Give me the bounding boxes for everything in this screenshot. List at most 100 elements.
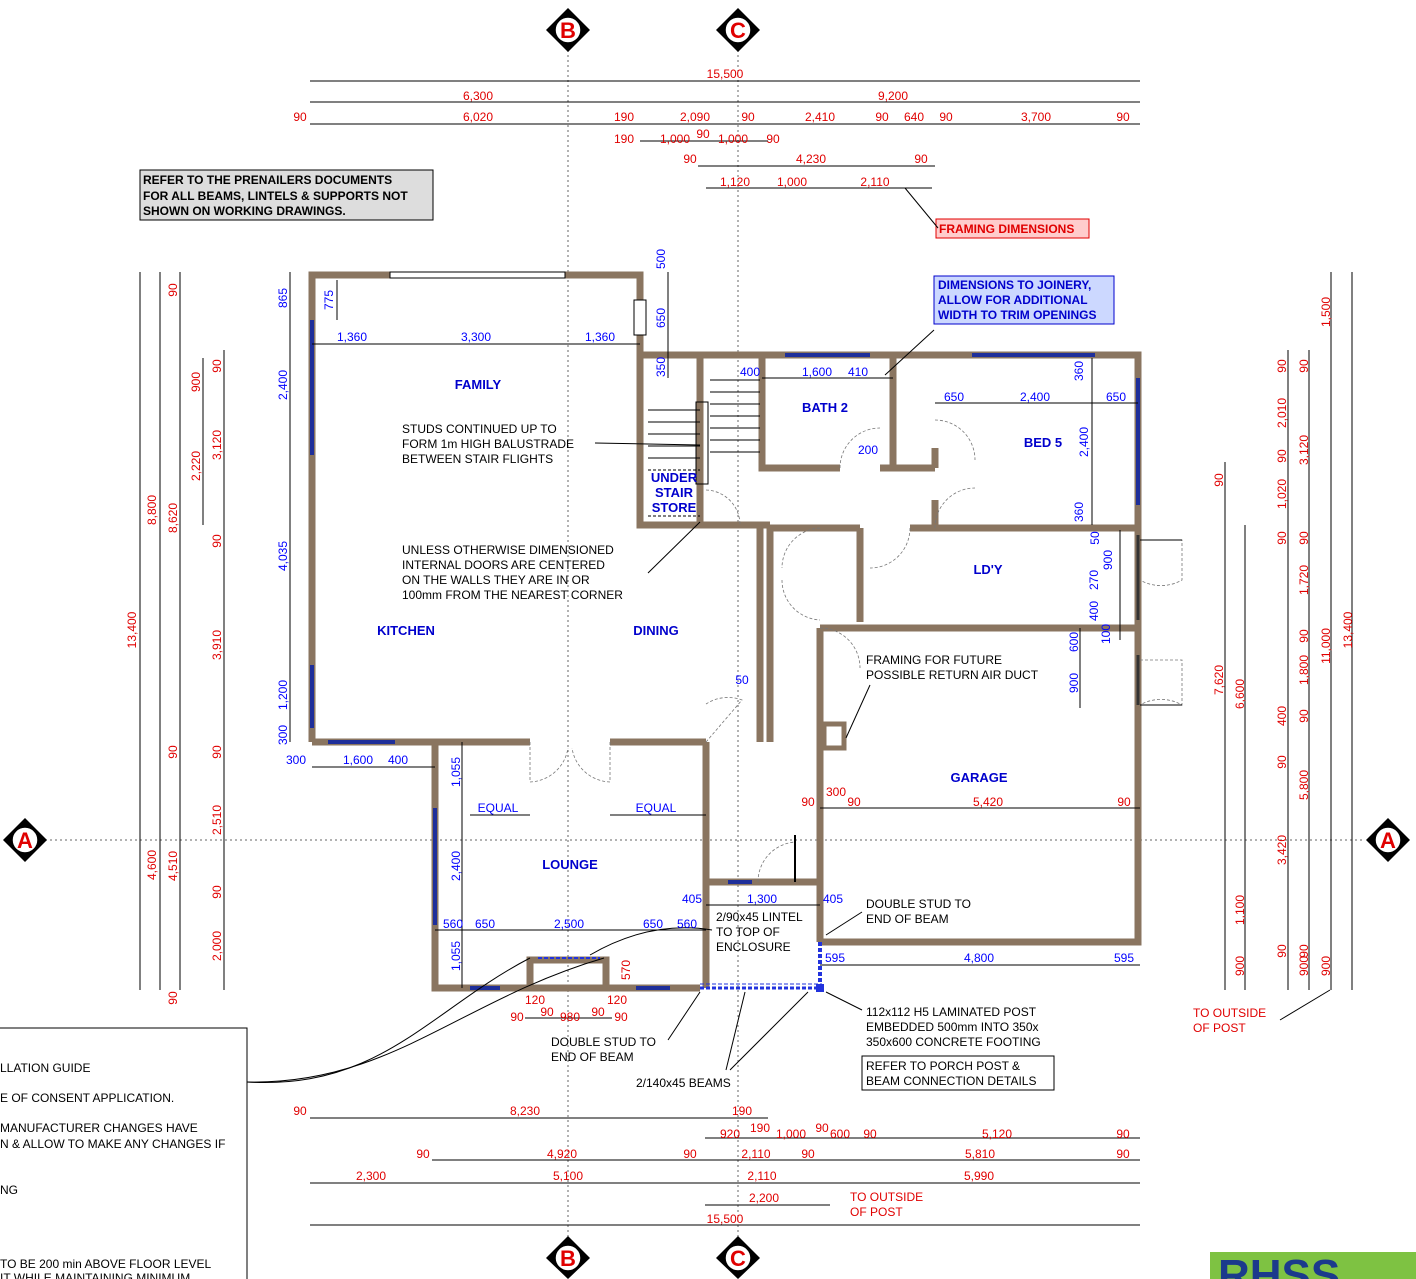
svg-text:2/140x45 BEAMS: 2/140x45 BEAMS [636, 1076, 731, 1090]
svg-text:1,360: 1,360 [585, 330, 615, 344]
svg-text:90: 90 [815, 1121, 829, 1135]
svg-text:2,300: 2,300 [356, 1169, 386, 1183]
svg-text:DOUBLE STUD TO: DOUBLE STUD TO [551, 1035, 656, 1049]
svg-text:POSSIBLE RETURN AIR DUCT: POSSIBLE RETURN AIR DUCT [866, 668, 1039, 682]
svg-text:3,300: 3,300 [461, 330, 491, 344]
grid-bubble-c-bottom: C [716, 1236, 760, 1279]
svg-text:90: 90 [614, 1010, 628, 1024]
svg-text:90: 90 [875, 110, 889, 124]
svg-text:1,360: 1,360 [337, 330, 367, 344]
dims-garage-red: 90 300 90 5,420 90 [801, 785, 1140, 809]
svg-text:200: 200 [858, 443, 878, 457]
svg-text:595: 595 [825, 951, 845, 965]
svg-text:90: 90 [210, 534, 224, 548]
svg-text:E OF CONSENT APPLICATION.: E OF CONSENT APPLICATION. [0, 1091, 174, 1105]
svg-text:90: 90 [914, 152, 928, 166]
svg-text:END OF BEAM: END OF BEAM [551, 1050, 634, 1064]
svg-text:OF POST: OF POST [850, 1205, 903, 1219]
svg-text:90: 90 [1275, 449, 1289, 463]
svg-text:360: 360 [1072, 502, 1086, 522]
svg-text:100mm FROM THE NEAREST CORNER: 100mm FROM THE NEAREST CORNER [402, 588, 623, 602]
svg-text:1,000: 1,000 [660, 132, 690, 146]
svg-text:FORM 1m HIGH BALUSTRADE: FORM 1m HIGH BALUSTRADE [402, 437, 574, 451]
svg-text:400: 400 [1087, 601, 1101, 621]
svg-text:1,000: 1,000 [777, 175, 807, 189]
svg-text:400: 400 [388, 753, 408, 767]
note-doors-centered: UNLESS OTHERWISE DIMENSIONED INTERNAL DO… [402, 521, 701, 602]
svg-text:350x600 CONCRETE FOOTING: 350x600 CONCRETE FOOTING [866, 1035, 1041, 1049]
svg-text:90: 90 [540, 1005, 554, 1019]
company-logo: RHSS [1210, 1251, 1416, 1279]
svg-text:4,230: 4,230 [796, 152, 826, 166]
svg-text:1,100: 1,100 [1233, 895, 1247, 925]
svg-text:EMBEDDED 500mm INTO 350x: EMBEDDED 500mm INTO 350x [866, 1020, 1039, 1034]
svg-text:5,100: 5,100 [553, 1169, 583, 1183]
svg-text:2,110: 2,110 [747, 1169, 776, 1183]
svg-text:13,400: 13,400 [1341, 611, 1355, 648]
svg-text:90: 90 [1212, 473, 1226, 487]
svg-text:600: 600 [1067, 632, 1081, 652]
svg-text:190: 190 [750, 1121, 770, 1135]
svg-text:500: 500 [654, 249, 668, 269]
svg-text:8,800: 8,800 [145, 495, 159, 525]
svg-text:B: B [560, 1246, 576, 1271]
dims-top: 15,500 6,300 9,200 90 6,020 190 2,090 90… [293, 67, 1140, 189]
grid-bubble-b-bottom: B [546, 1236, 590, 1279]
svg-text:5,800: 5,800 [1297, 770, 1311, 800]
svg-text:TO TOP OF: TO TOP OF [716, 925, 780, 939]
svg-text:2,500: 2,500 [554, 917, 584, 931]
room-lounge: LOUNGE [542, 857, 598, 872]
svg-text:270: 270 [1087, 570, 1101, 590]
svg-text:3,910: 3,910 [210, 630, 224, 660]
note-lintel: 2/90x45 LINTEL TO TOP OF ENCLOSURE [589, 910, 803, 956]
svg-text:5,420: 5,420 [973, 795, 1003, 809]
svg-text:6,600: 6,600 [1233, 679, 1247, 709]
svg-text:5,990: 5,990 [964, 1169, 994, 1183]
svg-text:90: 90 [416, 1147, 430, 1161]
note-porch-ref: REFER TO PORCH POST & BEAM CONNECTION DE… [861, 1055, 1055, 1091]
svg-text:90: 90 [939, 110, 953, 124]
svg-text:DIMENSIONS TO JOINERY,: DIMENSIONS TO JOINERY, [938, 278, 1091, 292]
svg-text:405: 405 [823, 892, 843, 906]
svg-text:90: 90 [1117, 795, 1131, 809]
svg-text:90: 90 [847, 795, 861, 809]
svg-text:90: 90 [741, 110, 755, 124]
svg-text:3,420: 3,420 [1275, 835, 1289, 865]
svg-text:2/90x45 LINTEL: 2/90x45 LINTEL [716, 910, 803, 924]
svg-text:2,220: 2,220 [189, 451, 203, 481]
svg-text:90: 90 [1297, 944, 1311, 958]
svg-text:4,600: 4,600 [145, 850, 159, 880]
svg-text:9,200: 9,200 [878, 89, 908, 103]
svg-text:650: 650 [475, 917, 495, 931]
svg-text:1,000: 1,000 [776, 1127, 806, 1141]
svg-text:90: 90 [210, 745, 224, 759]
porch [538, 942, 824, 992]
svg-text:UNDER: UNDER [651, 470, 698, 485]
svg-text:865: 865 [276, 288, 290, 308]
svg-text:3,120: 3,120 [210, 430, 224, 460]
svg-text:7,620: 7,620 [1212, 665, 1226, 695]
svg-text:900: 900 [1067, 673, 1081, 693]
svg-text:350: 350 [654, 357, 668, 377]
grid-bubble-a-right: A [1366, 818, 1410, 862]
svg-text:90: 90 [293, 1104, 307, 1118]
dims-lounge-red: 120 120 90 90 980 90 90 570 [510, 960, 633, 1024]
svg-text:RHSS: RHSS [1218, 1251, 1340, 1279]
svg-text:1,055: 1,055 [449, 757, 463, 787]
svg-text:2,400: 2,400 [276, 370, 290, 400]
svg-text:A: A [17, 828, 33, 853]
svg-text:900: 900 [1319, 956, 1333, 976]
svg-text:STAIR: STAIR [655, 485, 694, 500]
svg-text:1,600: 1,600 [343, 753, 373, 767]
dims-bottom: 90 8,230 190 920 190 1,000 90 600 90 5,1… [293, 1104, 1140, 1226]
svg-text:90: 90 [863, 1127, 877, 1141]
svg-text:980: 980 [560, 1010, 580, 1024]
svg-text:2,410: 2,410 [805, 110, 835, 124]
svg-text:1,200: 1,200 [276, 680, 290, 710]
note-beams: 2/140x45 BEAMS [636, 991, 809, 1090]
svg-text:90: 90 [166, 991, 180, 1005]
windows [310, 271, 1140, 990]
svg-text:END OF BEAM: END OF BEAM [866, 912, 949, 926]
svg-text:1,600: 1,600 [802, 365, 832, 379]
